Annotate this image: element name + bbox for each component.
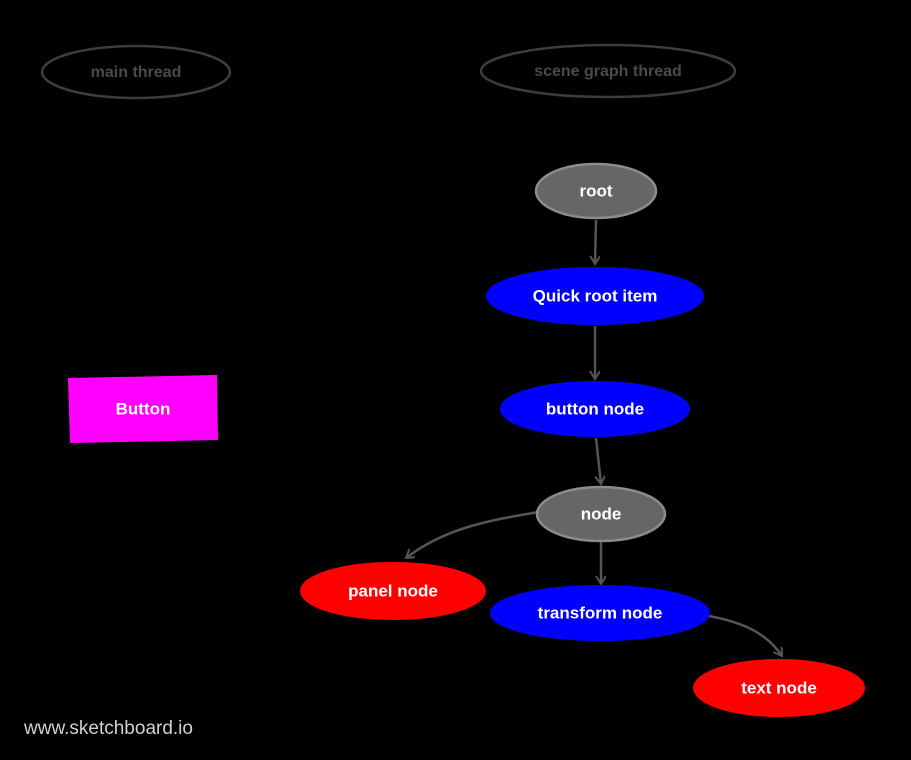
connector-root-to-quick-root-item[interactable]: [595, 219, 596, 264]
swimlane-scene-graph-thread-label: scene graph thread: [534, 63, 682, 80]
node-button-node[interactable]: button node: [500, 381, 690, 437]
node-button-node-ellipse[interactable]: [500, 381, 690, 437]
node-node-ellipse[interactable]: [535, 485, 667, 543]
node-root[interactable]: root: [534, 162, 658, 220]
node-panel-node[interactable]: panel node: [300, 562, 486, 620]
sketchboard-watermark: www.sketchboard.io: [23, 718, 193, 739]
swimlane-group: main thread scene graph thread: [40, 43, 737, 100]
node-root-ellipse[interactable]: [534, 162, 658, 220]
swimlane-main-thread-label: main thread: [91, 64, 182, 81]
connector-transform-node-to-text-node[interactable]: [708, 614, 782, 656]
swimlane-main-thread-ellipse[interactable]: [40, 44, 232, 100]
button-widget-shape[interactable]: [67, 374, 219, 444]
button-widget[interactable]: Button: [67, 374, 219, 444]
node-text-node-ellipse[interactable]: [693, 659, 865, 717]
swimlane-scene-graph-thread[interactable]: scene graph thread: [479, 43, 737, 99]
swimlane-scene-graph-thread-ellipse[interactable]: [479, 43, 737, 99]
swimlane-main-thread[interactable]: main thread: [40, 44, 232, 100]
node-panel-node-ellipse[interactable]: [300, 562, 486, 620]
connector-button-node-to-node[interactable]: [596, 437, 601, 484]
node-transform-node-ellipse[interactable]: [490, 585, 710, 641]
node-quick-root-item-ellipse[interactable]: [486, 267, 704, 325]
connector-group: [406, 219, 782, 656]
node-quick-root-item[interactable]: Quick root item: [486, 267, 704, 325]
connector-node-to-panel-node[interactable]: [406, 510, 540, 558]
node-group: root Quick root item button node node pa…: [300, 162, 865, 717]
node-node[interactable]: node: [535, 485, 667, 543]
node-text-node[interactable]: text node: [693, 659, 865, 717]
node-transform-node[interactable]: transform node: [490, 585, 710, 641]
